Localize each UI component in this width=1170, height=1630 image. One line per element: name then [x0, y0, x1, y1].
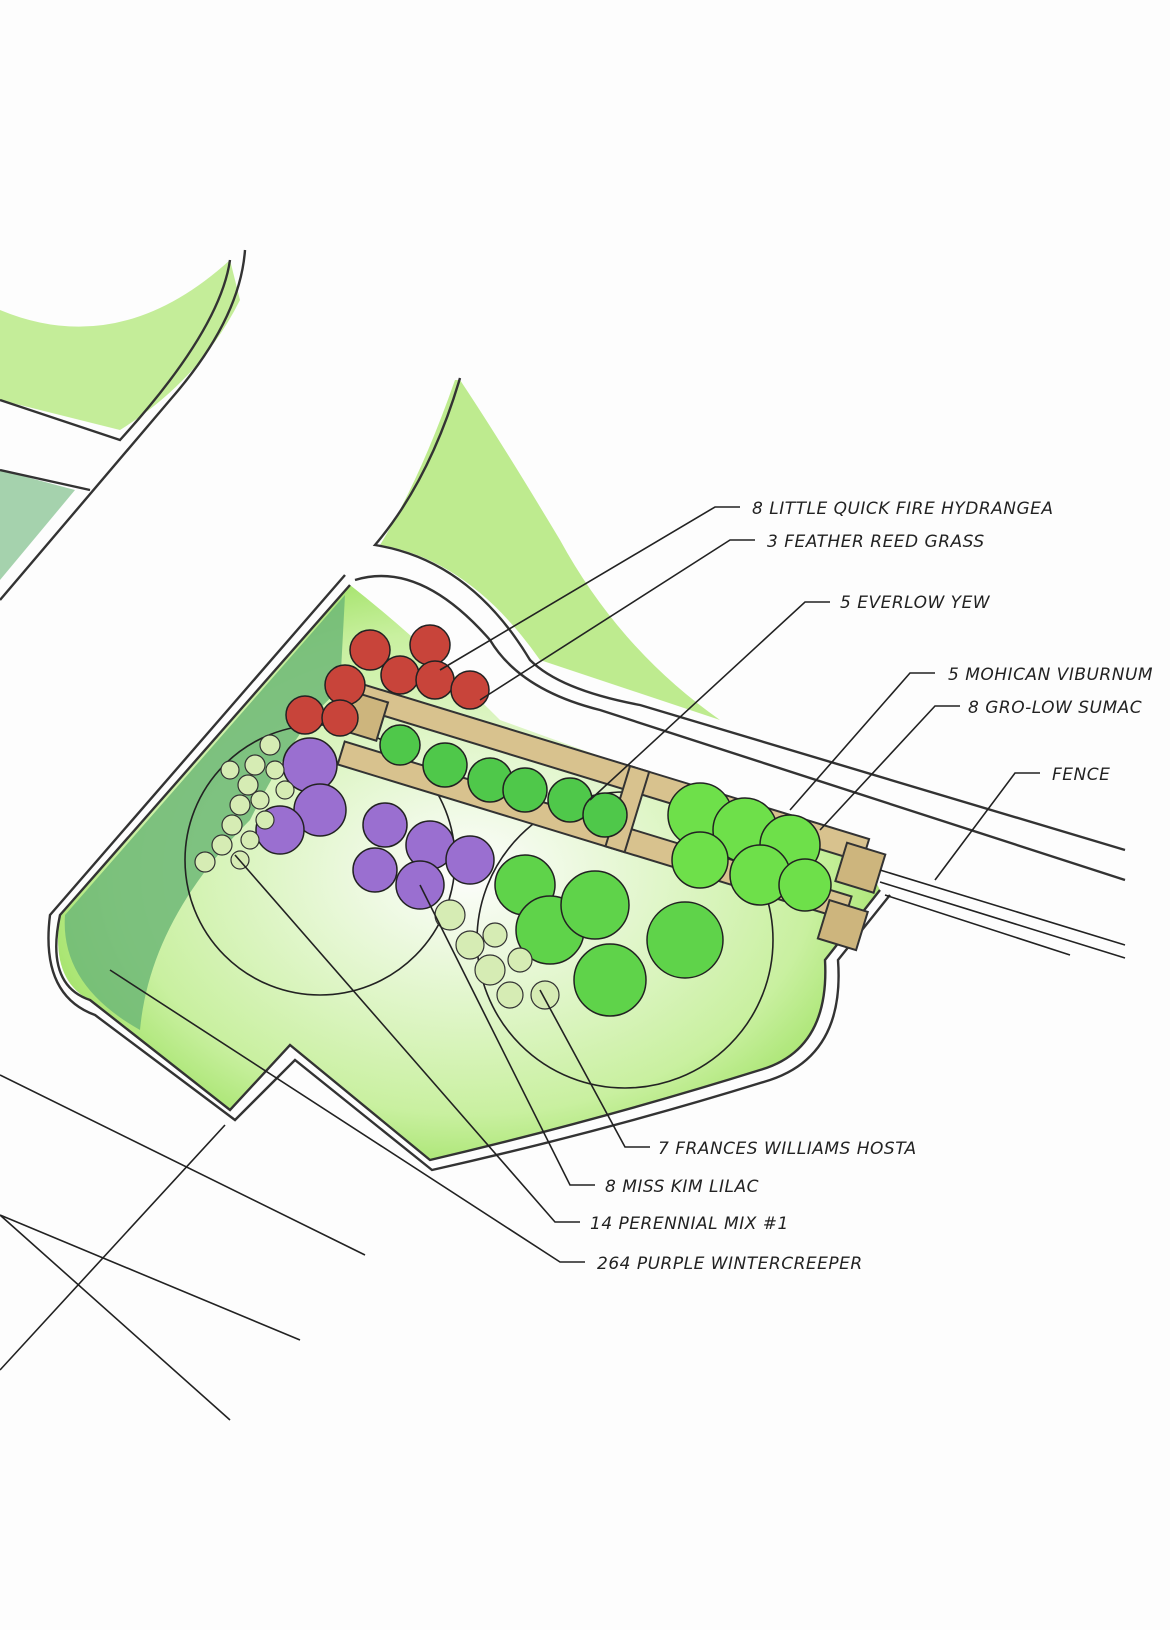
lawn-left-strip [0, 470, 75, 580]
shrub-group [494, 854, 724, 1017]
hosta-group [434, 899, 560, 1010]
fence-line-right [879, 869, 1126, 959]
label-everlow-yew: 5 EVERLOW YEW [840, 593, 991, 613]
sidewalk-edge [372, 377, 1126, 852]
label-hosta: 7 FRANCES WILLIAMS HOSTA [658, 1139, 917, 1159]
road-edge-top-left [0, 249, 247, 601]
lawn-top-left [0, 260, 240, 430]
perennial-group [194, 734, 295, 873]
wintercreeper-bed [64, 595, 346, 1030]
label-perennial-mix: 14 PERENNIAL MIX #1 [590, 1214, 789, 1234]
hydrangea-group [285, 624, 490, 737]
label-gro-low-sumac: 8 GRO-LOW SUMAC [968, 698, 1142, 718]
yew-group [379, 724, 628, 838]
road-edge-3 [0, 468, 91, 492]
viburnum-group [667, 782, 832, 912]
lawn-top [380, 380, 720, 720]
label-feather-reed-grass: 3 FEATHER REED GRASS [767, 532, 985, 552]
label-fence: FENCE [1052, 765, 1110, 785]
leader-lines [109, 506, 1040, 1263]
bed-edge [55, 584, 881, 1162]
label-lilac: 8 MISS KIM LILAC [605, 1177, 759, 1197]
bed-edge-outer [47, 574, 891, 1172]
label-hydrangea: 8 LITTLE QUICK FIRE HYDRANGEA [752, 499, 1054, 519]
road-line [0, 1074, 366, 1421]
road-edge-2 [0, 259, 232, 442]
label-mohican-viburnum: 5 MOHICAN VIBURNUM [948, 665, 1153, 685]
label-wintercreeper: 264 PURPLE WINTERCREEPER [597, 1254, 863, 1274]
